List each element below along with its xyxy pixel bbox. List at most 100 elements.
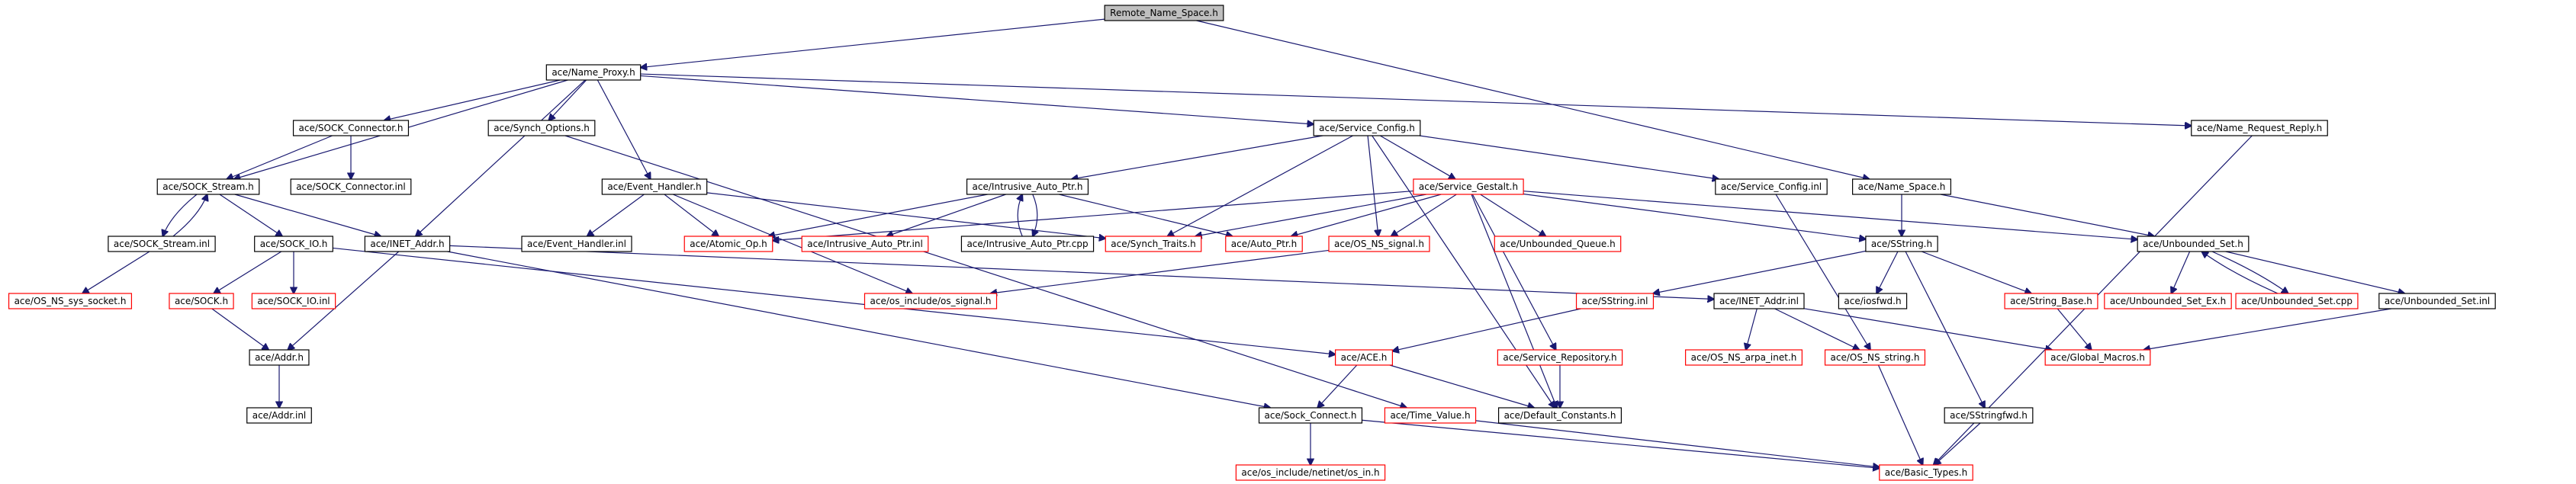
node-unbounded-queue[interactable]: ace/Unbounded_Queue.h	[1494, 236, 1622, 252]
node-auto-ptr[interactable]: ace/Auto_Ptr.h	[1225, 236, 1303, 252]
node-os-ns-signal[interactable]: ace/OS_NS_signal.h	[1328, 236, 1430, 252]
node-box	[1225, 236, 1303, 252]
edge-intrusive-auto-ptr-h-to-auto-ptr	[1059, 194, 1232, 236]
edge-string-base-to-global-macros	[2057, 308, 2092, 350]
node-unbounded-set-inl[interactable]: ace/Unbounded_Set.inl	[2378, 293, 2496, 309]
edge-service-gestalt-to-service-repository	[1471, 194, 1555, 350]
edge-name-proxy-to-event-handler	[597, 79, 650, 179]
node-unbounded-set-cpp[interactable]: ace/Unbounded_Set.cpp	[2235, 293, 2359, 309]
node-box	[801, 236, 929, 252]
edge-sock-h-to-addr-h	[211, 308, 269, 350]
node-box	[108, 236, 216, 252]
node-label: ace/Auto_Ptr.h	[1231, 239, 1297, 249]
node-sock-stream-h[interactable]: ace/SOCK_Stream.h	[156, 178, 260, 195]
node-addr-inl[interactable]: ace/Addr.inl	[246, 407, 312, 424]
node-label: ace/Service_Repository.h	[1503, 352, 1616, 363]
node-box	[1944, 407, 2034, 424]
node-sock-stream-inl[interactable]: ace/SOCK_Stream.inl	[108, 236, 216, 252]
node-intrusive-auto-ptr-inl[interactable]: ace/Intrusive_Auto_Ptr.inl	[801, 236, 929, 252]
node-service-config-inl[interactable]: ace/Service_Config.inl	[1715, 178, 1828, 195]
edge-name-proxy-to-sock-connector-h	[384, 79, 561, 120]
node-intrusive-auto-ptr-h[interactable]: ace/Intrusive_Auto_Ptr.h	[966, 178, 1089, 195]
edge-service-gestalt-to-default-constants	[1471, 194, 1557, 408]
node-unbounded-set-h[interactable]: ace/Unbounded_Set.h	[2137, 236, 2250, 252]
node-name-proxy[interactable]: ace/Name_Proxy.h	[545, 64, 642, 81]
node-os-in[interactable]: ace/os_include/netinet/os_in.h	[1235, 464, 1386, 481]
node-inet-addr-inl[interactable]: ace/INET_Addr.inl	[1713, 293, 1805, 309]
node-label: ace/Service_Gestalt.h	[1419, 181, 1518, 192]
node-service-config-h[interactable]: ace/Service_Config.h	[1313, 120, 1421, 136]
edge-sstring-h-to-string-base	[1921, 251, 2031, 293]
node-label: ace/SStringfwd.h	[1950, 410, 2028, 421]
edge-service-gestalt-to-synch-traits	[1195, 194, 1427, 236]
node-label: Remote_Name_Space.h	[1110, 8, 1218, 18]
node-label: ace/Event_Handler.h	[607, 181, 701, 192]
node-name-space[interactable]: ace/Name_Space.h	[1852, 178, 1951, 195]
node-label: ace/os_include/netinet/os_in.h	[1241, 467, 1379, 478]
node-box	[292, 120, 410, 136]
node-basic-types[interactable]: ace/Basic_Types.h	[1879, 464, 1973, 481]
edge-sock-stream-h-to-inet-addr-h	[234, 194, 381, 236]
node-string-base[interactable]: ace/String_Base.h	[2004, 293, 2098, 309]
edge-ace-h-to-default-constants	[1389, 364, 1534, 408]
edge-unbounded-set-cpp-to-unbounded-set-h	[2201, 252, 2279, 294]
node-box	[1824, 349, 1926, 366]
node-sock-io-h[interactable]: ace/SOCK_IO.h	[254, 236, 333, 252]
edge-inet-addr-inl-to-os-ns-arpa-inet	[1746, 308, 1758, 350]
node-box	[254, 236, 333, 252]
node-default-constants[interactable]: ace/Default_Constants.h	[1497, 407, 1622, 424]
node-os-ns-sys-socket[interactable]: ace/OS_NS_sys_socket.h	[8, 293, 133, 309]
node-label: ace/Unbounded_Queue.h	[1500, 239, 1615, 249]
node-service-gestalt[interactable]: ace/Service_Gestalt.h	[1413, 178, 1524, 195]
edge-sock-stream-inl-to-os-ns-sys-socket	[82, 251, 150, 293]
node-os-ns-string[interactable]: ace/OS_NS_string.h	[1824, 349, 1926, 366]
node-box	[1328, 236, 1430, 252]
node-sstringfwd[interactable]: ace/SStringfwd.h	[1944, 407, 2034, 424]
edge-event-handler-to-synch-traits	[706, 192, 1106, 239]
node-label: ace/SOCK_Stream.inl	[114, 239, 210, 249]
node-synch-options[interactable]: ace/Synch_Options.h	[487, 120, 596, 136]
node-addr-h[interactable]: ace/Addr.h	[249, 349, 310, 366]
edge-sock-connector-h-to-sock-stream-h	[227, 135, 333, 179]
node-label: ace/OS_NS_sys_socket.h	[14, 296, 127, 306]
node-sock-h[interactable]: ace/SOCK.h	[169, 293, 234, 309]
node-synch-traits[interactable]: ace/Synch_Traits.h	[1105, 236, 1202, 252]
node-sock-io-inl[interactable]: ace/SOCK_IO.inl	[251, 293, 336, 309]
node-sstring-h[interactable]: ace/SString.h	[1865, 236, 1938, 252]
node-sock-connector-inl[interactable]: ace/SOCK_Connector.inl	[290, 178, 412, 195]
edge-root-to-name-space	[1196, 20, 1869, 179]
node-box	[1258, 407, 1363, 424]
node-intrusive-auto-ptr-cpp[interactable]: ace/Intrusive_Auto_Ptr.cpp	[960, 236, 1095, 252]
node-box	[1104, 5, 1224, 21]
node-os-signal[interactable]: ace/os_include/os_signal.h	[863, 293, 998, 309]
node-iosfwd[interactable]: ace/iosfwd.h	[1838, 293, 1908, 309]
edge-sock-stream-h-to-sock-stream-inl	[162, 194, 198, 236]
node-inet-addr-h[interactable]: ace/INET_Addr.h	[364, 236, 451, 252]
node-sstring-inl[interactable]: ace/SString.inl	[1575, 293, 1655, 309]
node-global-macros[interactable]: ace/Global_Macros.h	[2044, 349, 2151, 366]
node-box	[246, 407, 312, 424]
node-unbounded-set-ex[interactable]: ace/Unbounded_Set_Ex.h	[2104, 293, 2232, 309]
node-sock-connector-h[interactable]: ace/SOCK_Connector.h	[292, 120, 410, 136]
edge-name-space-to-unbounded-set-h	[1940, 194, 2154, 236]
node-os-ns-arpa-inet[interactable]: ace/OS_NS_arpa_inet.h	[1685, 349, 1803, 366]
edge-service-config-h-to-synch-traits	[1167, 135, 1353, 236]
node-sock-connect[interactable]: ace/Sock_Connect.h	[1258, 407, 1363, 424]
edge-intrusive-auto-ptr-h-to-intrusive-auto-ptr-cpp	[1033, 194, 1037, 236]
node-box	[1575, 293, 1655, 309]
node-service-repository[interactable]: ace/Service_Repository.h	[1497, 349, 1623, 366]
node-label: ace/SOCK_Stream.h	[162, 181, 254, 192]
node-name-request-reply[interactable]: ace/Name_Request_Reply.h	[2191, 120, 2328, 136]
node-box	[521, 236, 632, 252]
node-root[interactable]: Remote_Name_Space.h	[1104, 5, 1224, 21]
node-label: ace/Event_Handler.inl	[527, 239, 626, 249]
node-atomic-op[interactable]: ace/Atomic_Op.h	[683, 236, 773, 252]
node-event-handler[interactable]: ace/Event_Handler.h	[601, 178, 708, 195]
node-time-value[interactable]: ace/Time_Value.h	[1384, 407, 1477, 424]
node-box	[1713, 293, 1805, 309]
node-ace-h[interactable]: ace/ACE.h	[1335, 349, 1393, 366]
node-label: ace/SOCK_Connector.h	[299, 123, 404, 133]
node-event-handler-inl[interactable]: ace/Event_Handler.inl	[521, 236, 632, 252]
node-box	[251, 293, 336, 309]
node-label: ace/Addr.h	[255, 352, 304, 363]
